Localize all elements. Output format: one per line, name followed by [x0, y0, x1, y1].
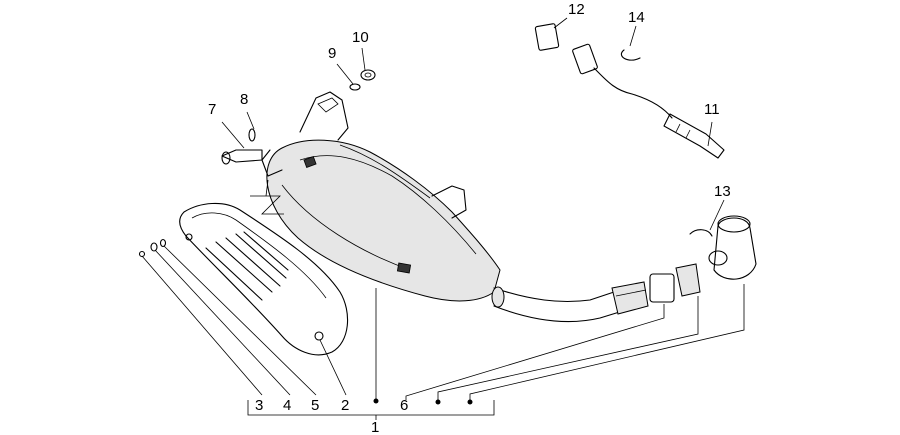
- gasket: [649, 273, 675, 303]
- washer-8: [248, 128, 256, 142]
- spacer-5: [159, 238, 167, 248]
- connector-plug: [572, 43, 598, 75]
- label-13: 13: [714, 183, 731, 200]
- label-4: 4: [283, 397, 291, 414]
- ring-13: [689, 229, 713, 237]
- muffler-body: [261, 91, 501, 302]
- leader-lines: [141, 17, 745, 420]
- clip-14: [620, 49, 641, 61]
- connector-cover-12: [534, 23, 560, 51]
- label-9: 9: [328, 45, 336, 62]
- heat-shield: [179, 202, 349, 356]
- elbow-sleeve: [713, 217, 757, 280]
- exhaust-pipe: [491, 281, 649, 323]
- nut-10: [360, 69, 376, 81]
- label-2: 2: [341, 397, 349, 414]
- label-14: 14: [628, 9, 645, 26]
- label-8: 8: [240, 91, 248, 108]
- heat-shield-fasteners: [138, 238, 167, 258]
- bolt-7: [221, 149, 263, 163]
- label-11: 11: [704, 101, 720, 118]
- label-5: 5: [311, 397, 319, 414]
- screw-3: [138, 250, 146, 258]
- label-3: 3: [255, 397, 263, 414]
- washer-9: [349, 83, 361, 91]
- washer-4: [150, 242, 158, 252]
- clamp: [675, 263, 701, 297]
- label-10: 10: [352, 29, 369, 46]
- mounting-hardware: [221, 69, 376, 165]
- sensor-body-11: [663, 113, 725, 159]
- couplings: [649, 215, 757, 303]
- label-6: 6: [400, 397, 408, 414]
- lambda-sensor: [534, 23, 725, 159]
- label-1: 1: [371, 419, 379, 435]
- label-12: 12: [568, 1, 585, 18]
- label-7: 7: [208, 101, 216, 118]
